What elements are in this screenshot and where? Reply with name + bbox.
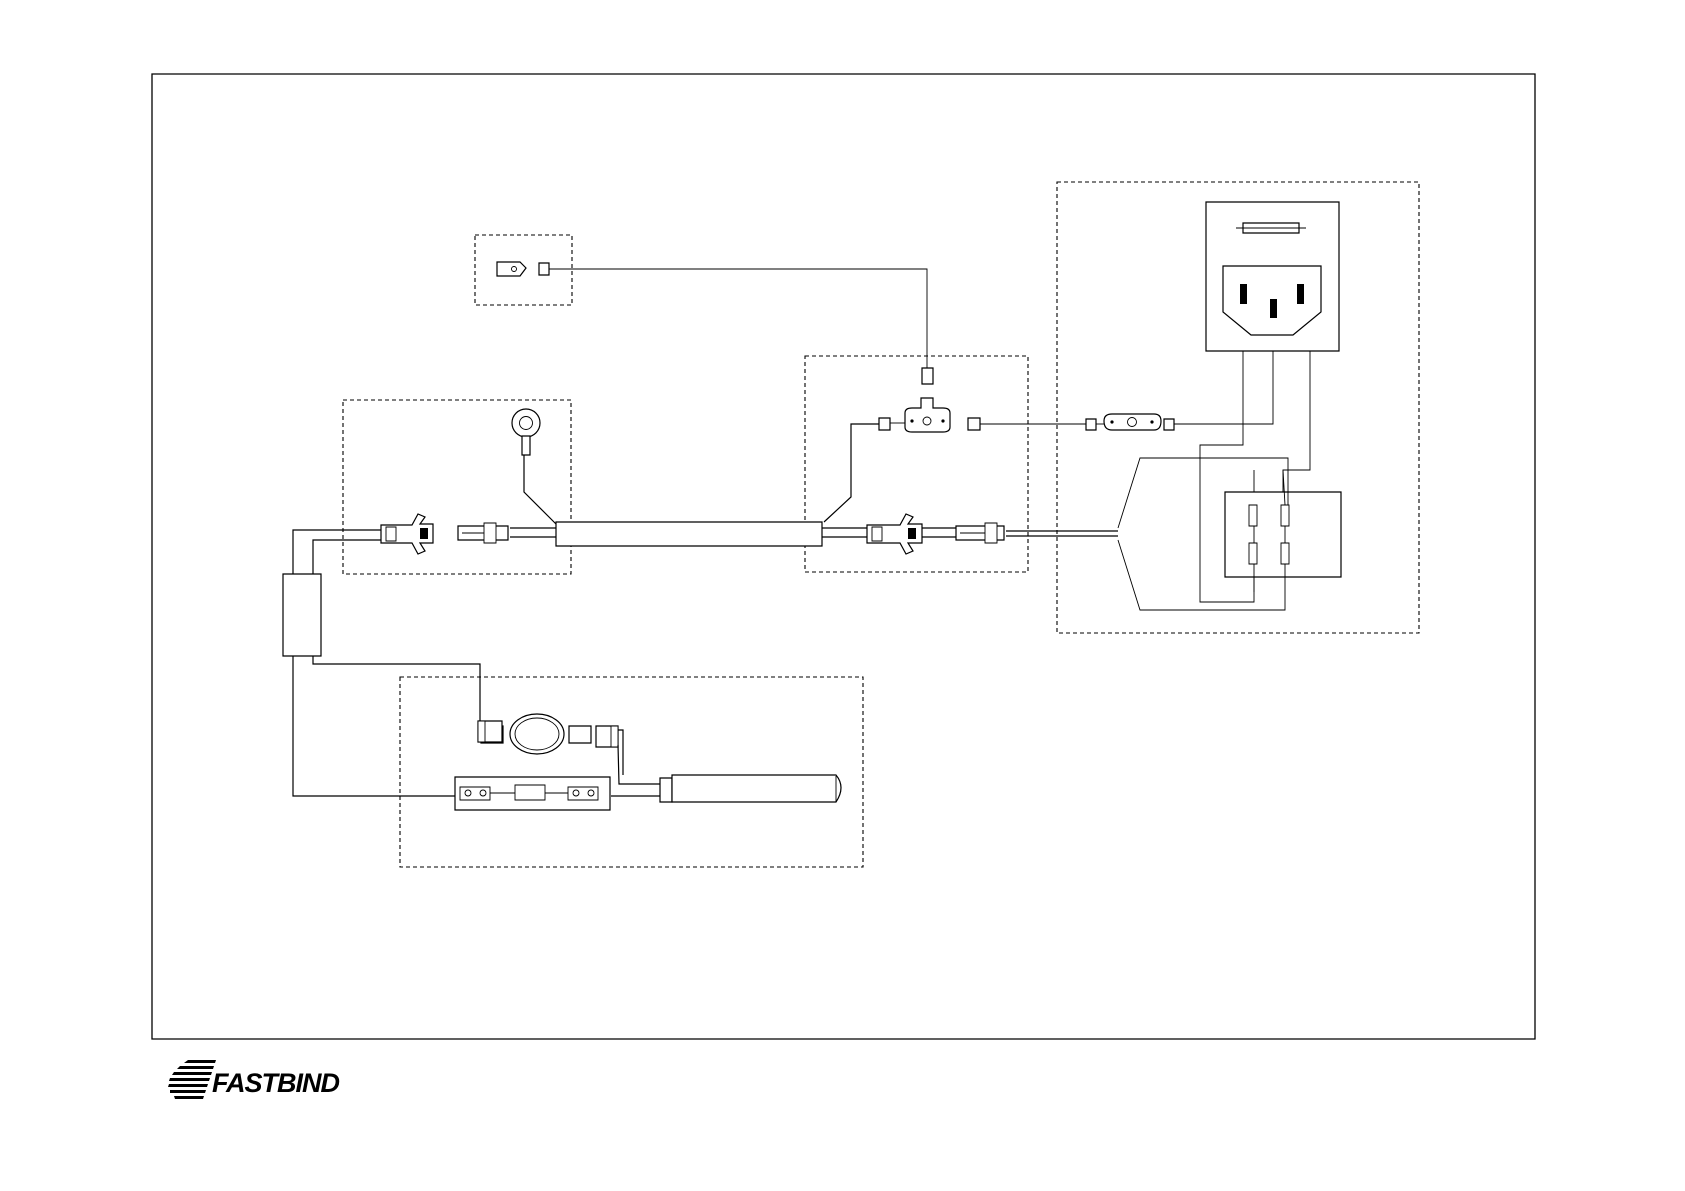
strap-connector-right [1164,419,1174,430]
right-female-housing [867,514,922,554]
t-splice [905,398,950,432]
ground-ring-terminal [512,409,540,455]
cartridge-heater [660,775,841,802]
terminal-block [455,777,610,810]
heat-shrink-sleeve [556,522,822,546]
ring-ground-wire [524,455,556,524]
right-male-plug [956,523,1004,543]
lead-sleeve [283,574,321,656]
inlet-wire-2 [1283,351,1310,497]
strap-splice [1104,414,1161,430]
lead-wire-inner [313,540,480,721]
left-female-housing [381,514,433,554]
inlet-pin-left [1240,284,1247,304]
splice-left-connector [879,418,890,430]
inlet-pin-earth [1270,299,1277,318]
switch-contact-2 [1281,505,1289,526]
splice-down-wire [824,424,879,522]
ground-wire-top [549,269,927,368]
switch-contact-3 [1249,543,1257,564]
ground-spade-terminal [497,262,526,276]
inlet-pin-right [1297,284,1304,304]
ground-quick-connector [539,263,549,275]
brand-name: FASTBIND [212,1068,339,1099]
splice-right-connector [968,418,980,430]
switch-contact-1 [1249,505,1257,526]
lead-wire-outer [293,530,455,796]
strap-connector-left [1086,419,1096,430]
switch-contact-4 [1281,543,1289,564]
rocker-switch [1225,492,1341,577]
splice-top-connector [922,368,933,384]
power-entry-module [1206,202,1339,351]
left-male-plug [458,523,508,543]
heater-box [400,677,863,867]
earth-wire [1174,351,1273,424]
